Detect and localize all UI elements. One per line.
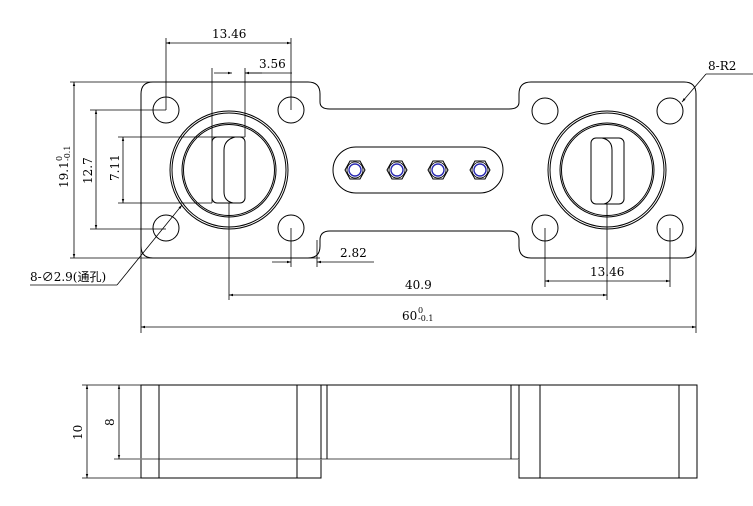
dim-slot-width: 3.56 — [211, 57, 292, 203]
mount-hole — [152, 214, 180, 242]
svg-text:10: 10 — [71, 425, 85, 440]
dim-neck-offset: 2.82 — [272, 228, 374, 267]
dim-top-hole-spacing: 13.46 — [165, 27, 292, 110]
svg-text:12.7: 12.7 — [81, 157, 95, 184]
connector — [344, 160, 366, 180]
dim-overall-length: 60 0 -0.1 — [140, 246, 697, 333]
left-flange — [152, 96, 305, 242]
side-view: 10 8 — [71, 384, 698, 479]
dim-total-thickness: 10 — [71, 384, 141, 479]
connector-strip — [332, 146, 504, 194]
svg-text:8-R2: 8-R2 — [708, 59, 736, 73]
dim-flange-thickness: 8 — [103, 385, 121, 459]
waveguide-slot — [590, 137, 625, 205]
dim-hole-callout: 8-∅2.9(通孔) — [30, 204, 183, 286]
side-outline — [140, 384, 698, 479]
svg-text:7.11: 7.11 — [108, 154, 122, 181]
svg-text:60: 60 — [402, 309, 417, 323]
mount-hole — [656, 97, 684, 125]
mount-hole — [531, 97, 559, 125]
waveguide-slot — [211, 136, 246, 204]
svg-text:2.82: 2.82 — [340, 246, 367, 260]
connector — [386, 160, 408, 180]
svg-text:0: 0 — [418, 306, 423, 315]
connector — [427, 160, 449, 180]
svg-text:3.56: 3.56 — [259, 57, 286, 71]
dim-slot-height: 7.11 — [108, 136, 245, 204]
svg-text:-0.1: -0.1 — [418, 314, 433, 323]
svg-text:0: 0 — [55, 156, 64, 161]
svg-text:8-∅2.9(通孔): 8-∅2.9(通孔) — [30, 270, 106, 284]
svg-text:13.46: 13.46 — [212, 27, 246, 41]
dim-hole-pattern-height: 12.7 — [81, 109, 166, 230]
svg-text:-0.1: -0.1 — [63, 146, 72, 161]
right-flange — [531, 97, 684, 242]
dim-overall-height: 19.1 0 -0.1 — [55, 81, 320, 259]
svg-text:19.1: 19.1 — [57, 161, 71, 188]
dim-port-spacing: 40.9 — [228, 203, 608, 300]
connector — [469, 160, 491, 180]
dim-radius-callout: 8-R2 — [681, 59, 753, 103]
svg-text:40.9: 40.9 — [405, 278, 432, 292]
svg-text:8: 8 — [103, 418, 117, 426]
top-view: 13.46 3.56 19.1 0 -0.1 12.7 — [30, 27, 753, 333]
